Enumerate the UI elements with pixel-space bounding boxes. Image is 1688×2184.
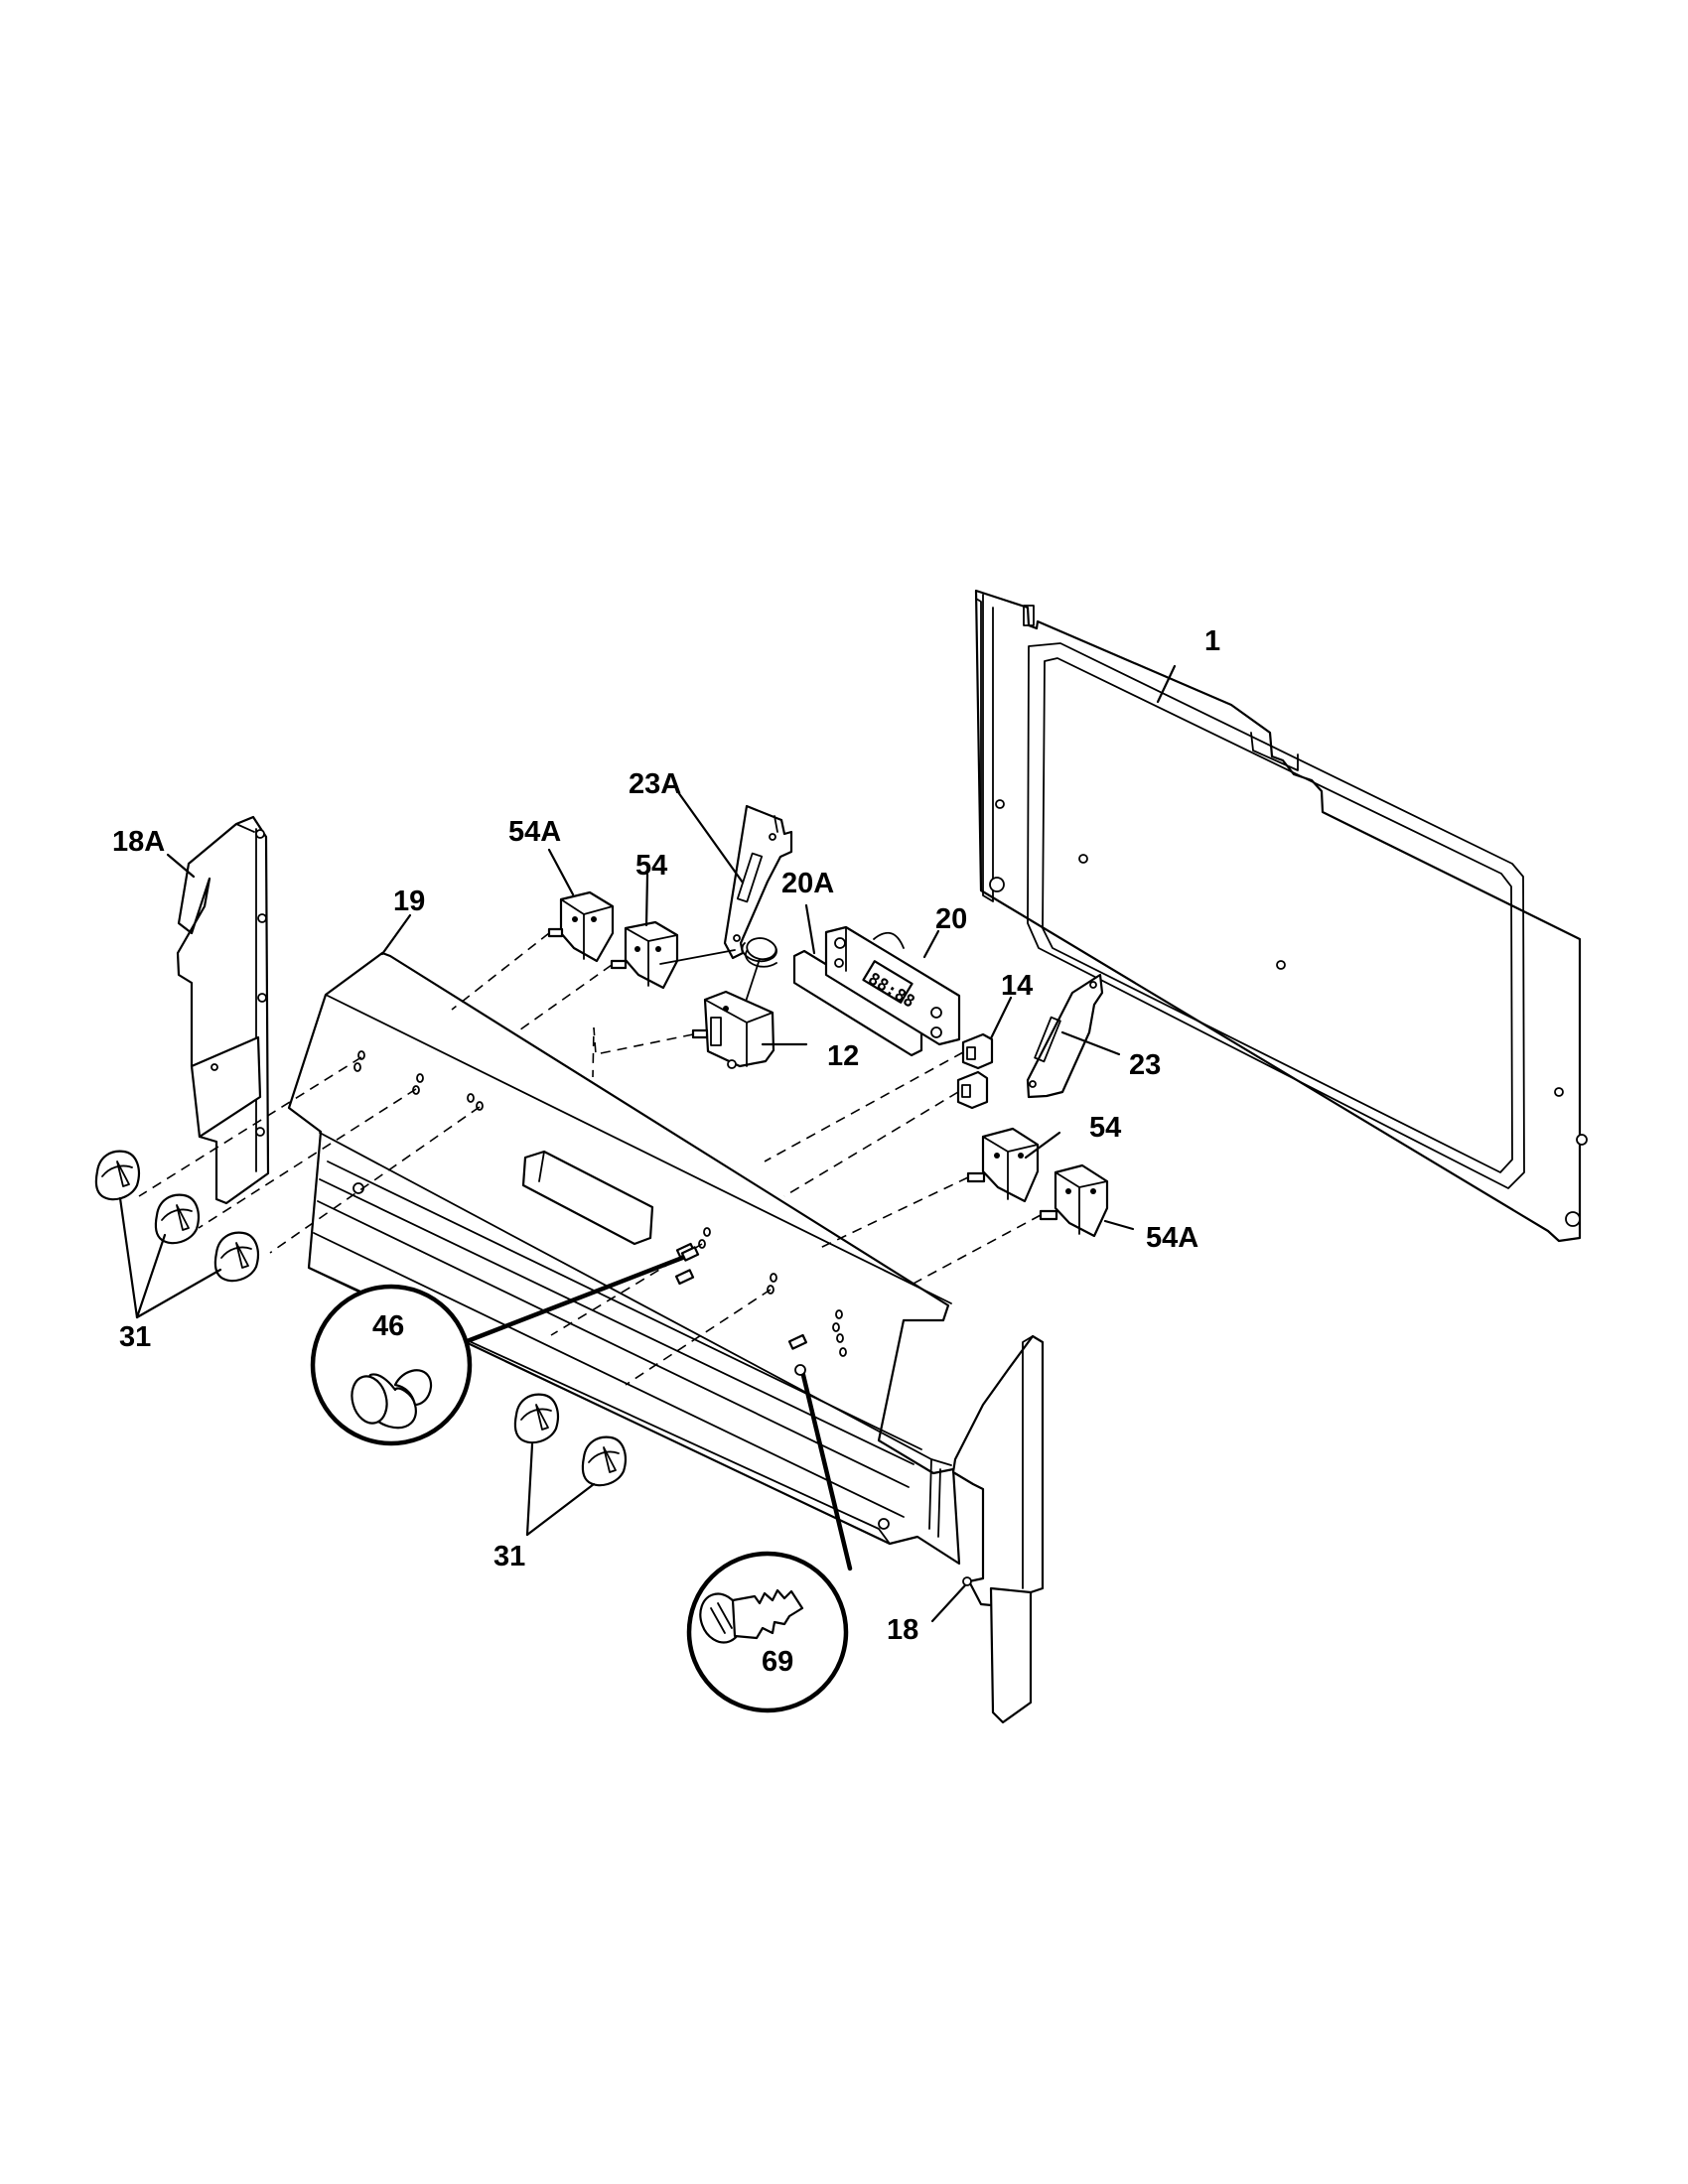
- push-switch-part-14: [956, 996, 1013, 1110]
- detail-circle-part-46: [310, 1246, 700, 1446]
- bracket-part-23A: [676, 790, 793, 960]
- callout-20A: 20A: [781, 868, 834, 899]
- callout-54A-top: 54A: [508, 816, 561, 848]
- control-knob-part-31-b: [154, 1193, 201, 1245]
- callout-1: 1: [1204, 625, 1220, 657]
- oven-thermostat-part-12: [659, 937, 808, 1069]
- left-side-trim-part-18A: [166, 815, 270, 1205]
- detail-circle-part-69: [686, 1364, 853, 1713]
- callout-23A: 23A: [629, 768, 681, 800]
- infinite-switch-part-54-top: [610, 873, 679, 990]
- callout-18A: 18A: [112, 826, 165, 858]
- callout-31-bottom: 31: [493, 1541, 525, 1572]
- electronic-clock-part-20: 88:88: [824, 925, 961, 1046]
- control-knob-part-31-e: [581, 1435, 628, 1487]
- rear-panel-part-1: [974, 589, 1588, 1243]
- knob-leader-lines-bottom: [525, 1442, 596, 1537]
- callout-54-right: 54: [1089, 1112, 1121, 1144]
- callout-31-left: 31: [119, 1321, 151, 1353]
- control-knob-part-31-c: [213, 1231, 260, 1283]
- control-knob-part-31-d: [513, 1393, 560, 1444]
- callout-46: 46: [372, 1310, 404, 1342]
- right-side-trim-part-18: [930, 1334, 1045, 1724]
- control-knob-part-31-a: [94, 1150, 141, 1201]
- infinite-switch-part-54A-top: [547, 848, 615, 963]
- callout-12: 12: [827, 1040, 859, 1072]
- control-panel-part-19: [287, 913, 961, 1566]
- clock-overlay-part-20A: [792, 903, 923, 1057]
- assembly-guide-lines: [138, 932, 1042, 1386]
- callout-20: 20: [935, 903, 967, 935]
- knob-leader-lines-left: [118, 1196, 222, 1319]
- callout-54-top: 54: [635, 850, 667, 882]
- callout-labels: 1 23A 18A 54A 54 19 20A 20 14 12 23 54 5…: [112, 625, 1220, 1678]
- infinite-switch-part-54A-right: [1039, 1163, 1135, 1238]
- bracket-part-23: [1026, 973, 1121, 1099]
- infinite-switch-part-54-right: [966, 1127, 1061, 1203]
- callout-69: 69: [762, 1646, 793, 1678]
- callout-14: 14: [1001, 970, 1033, 1002]
- callout-23: 23: [1129, 1049, 1161, 1081]
- callout-54A-right: 54A: [1146, 1222, 1198, 1254]
- callout-19: 19: [393, 886, 425, 917]
- callout-18: 18: [887, 1614, 918, 1646]
